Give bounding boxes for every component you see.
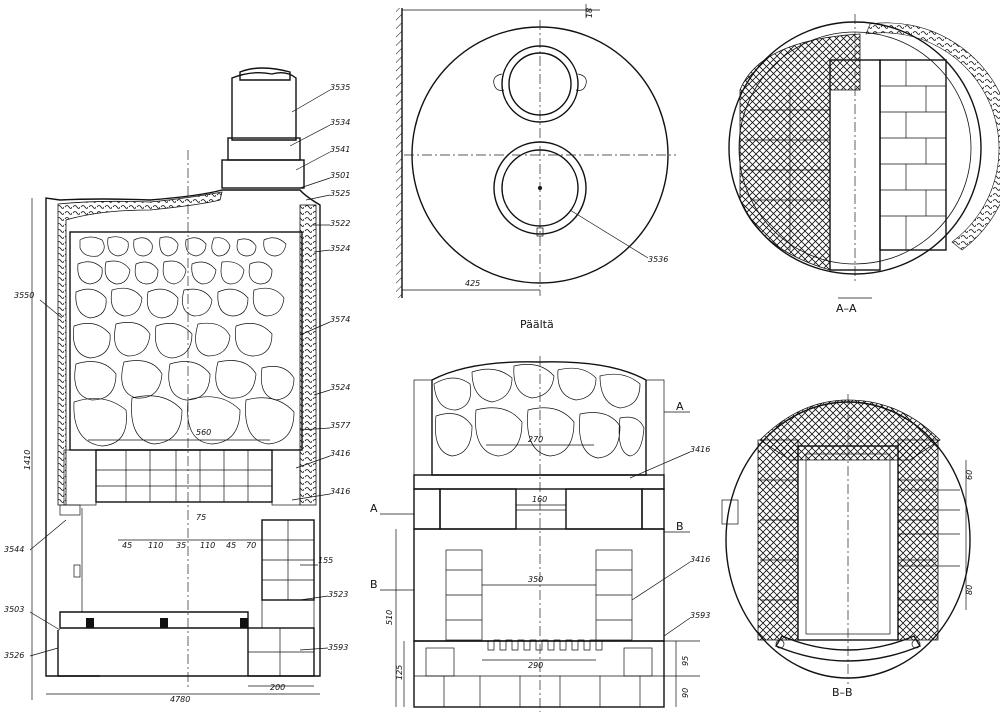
- label-3524-top: 3524: [330, 244, 350, 253]
- front-view: [380, 356, 700, 712]
- label-3534: 3534: [330, 118, 350, 127]
- label-3550: 3550: [14, 291, 34, 300]
- section-mark-a-left: A: [370, 502, 378, 515]
- label-3522: 3522: [330, 219, 350, 228]
- label-3525: 3525: [330, 189, 350, 198]
- label-3503: 3503: [4, 605, 24, 614]
- dim-45-left: 45: [122, 541, 132, 550]
- front-dim-90: 90: [681, 688, 690, 698]
- dim-1410: 1410: [23, 450, 32, 470]
- dim-45-right: 45: [226, 541, 236, 550]
- front-dim-350: 350: [528, 575, 543, 584]
- aa-view-title: A–A: [836, 302, 857, 315]
- dim-110-right: 110: [200, 541, 215, 550]
- label-3536: 3536: [648, 255, 668, 264]
- top-view-title: Päältä: [520, 318, 554, 331]
- label-3544: 3544: [4, 545, 24, 554]
- label-3574: 3574: [330, 315, 350, 324]
- aa-view: [728, 14, 1000, 299]
- dim-560: 560: [196, 428, 211, 437]
- front-label-3416-upper: 3416: [690, 445, 710, 454]
- stones: [73, 236, 295, 447]
- front-dim-95: 95: [681, 656, 690, 666]
- section-mark-a-right: A: [676, 400, 684, 413]
- dim-35: 35: [176, 541, 186, 550]
- label-3593: 3593: [328, 643, 348, 652]
- label-3501: 3501: [330, 171, 350, 180]
- dim-425: 425: [465, 279, 480, 288]
- bb-dim-80: 80: [965, 585, 974, 595]
- front-dim-510: 510: [385, 610, 394, 625]
- label-3577: 3577: [330, 421, 351, 430]
- dim-200: 200: [270, 683, 285, 692]
- front-dim-160: 160: [532, 495, 547, 504]
- section-view: [29, 67, 331, 700]
- bb-view-title: B–B: [832, 686, 853, 699]
- section-mark-b-left: B: [370, 578, 378, 591]
- label-3526: 3526: [4, 651, 24, 660]
- dim-110-left: 110: [148, 541, 163, 550]
- front-label-3593: 3593: [690, 611, 710, 620]
- label-3416-upper: 3416: [330, 449, 350, 458]
- dim-18: 18: [585, 8, 594, 18]
- front-dim-290: 290: [528, 661, 543, 670]
- bb-view: [721, 394, 971, 684]
- front-dim-270: 270: [528, 435, 543, 444]
- section-mark-b-right: B: [676, 520, 684, 533]
- label-3523: 3523: [328, 590, 348, 599]
- front-label-3416-lower: 3416: [690, 555, 710, 564]
- top-view: [396, 4, 676, 298]
- front-dim-125: 125: [395, 665, 404, 680]
- label-3541: 3541: [330, 145, 350, 154]
- dim-155: 155: [318, 556, 333, 565]
- label-3524-bottom: 3524: [330, 383, 350, 392]
- label-3416-lower: 3416: [330, 487, 350, 496]
- dim-4780: 4780: [170, 695, 190, 704]
- dim-70: 70: [246, 541, 256, 550]
- dim-75: 75: [196, 513, 206, 522]
- bb-dim-60: 60: [965, 470, 974, 480]
- label-3535: 3535: [330, 83, 350, 92]
